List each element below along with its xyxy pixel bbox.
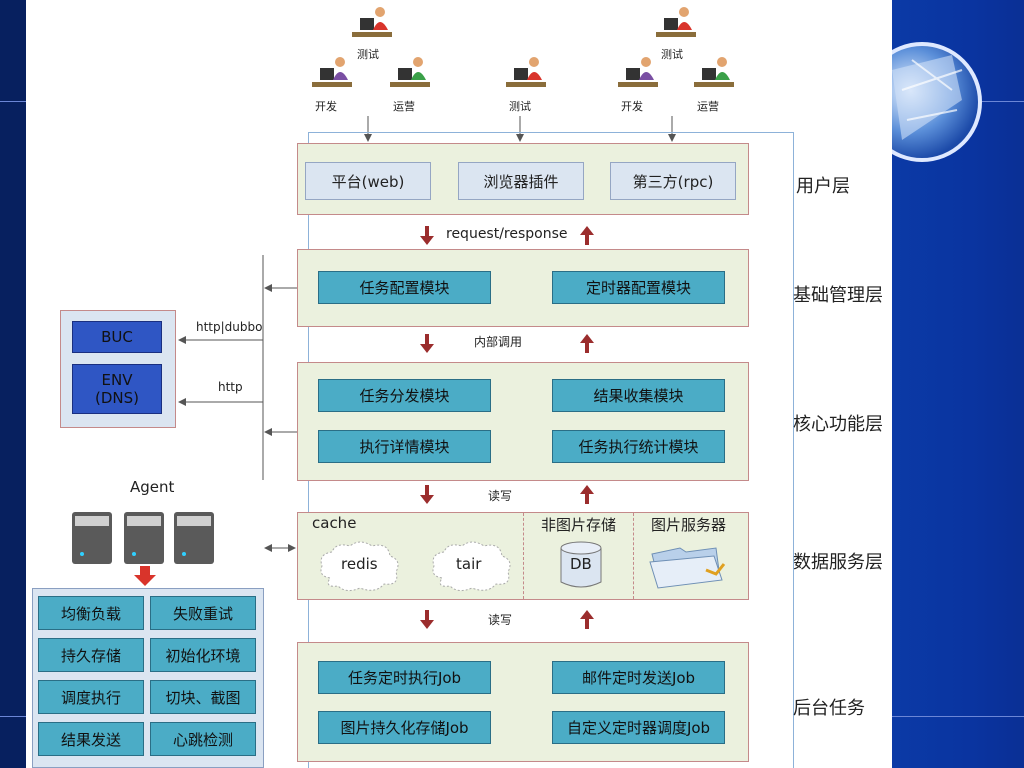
globe-logo-icon [892,42,982,162]
feature-send-result: 结果发送 [38,722,144,756]
cache-label: cache [312,514,357,532]
image-server-label: 图片服务器 [651,516,727,534]
non-image-storage-label: 非图片存储 [541,516,617,534]
person-at-desk-icon [312,57,352,87]
diagram-slide: 测试 测试 开发 运营 测试 开发 [26,0,892,768]
user-dev-2: 开发 [612,54,682,113]
decor-line-bottom-right [892,716,1024,717]
user-label: 测试 [509,100,531,113]
feature-init-env: 初始化环境 [150,638,256,672]
person-at-desk-icon [506,57,546,87]
user-dev-1: 开发 [306,54,376,113]
internal-call-label: 内部调用 [474,335,523,349]
user-tester-mid: 测试 [500,54,570,113]
read-write-label-2: 读写 [488,613,513,627]
feature-load-balance: 均衡负载 [38,596,144,630]
http-label: http [218,380,243,394]
database-icon [560,541,602,588]
backend-layer-label: 后台任务 [793,698,865,719]
user-label: 测试 [661,48,683,61]
feature-retry: 失败重试 [150,596,256,630]
data-divider-2 [633,513,634,599]
decor-line-top-left [0,101,26,102]
env-dns-box: ENV (DNS) [72,364,162,414]
user-ops-1: 运营 [384,54,454,113]
exec-detail-module: 执行详情模块 [318,430,491,463]
folder-icon [649,547,726,589]
decor-line-bottom-left [0,716,26,717]
db-label: DB [570,555,592,573]
person-at-desk-icon [656,7,696,37]
down-arrow-icon [134,566,156,586]
layer-flow-arrows [420,226,594,629]
person-at-desk-icon [618,57,658,87]
feature-heartbeat: 心跳检测 [150,722,256,756]
request-response-label: request/response [446,226,568,242]
third-party-box: 第三方(rpc) [610,162,736,200]
server-icon [72,512,214,564]
browser-plugin-box: 浏览器插件 [458,162,584,200]
basic-layer-label: 基础管理层 [793,285,883,306]
data-divider-1 [523,513,524,599]
backend-task-layer [297,642,749,762]
read-write-label-1: 读写 [488,489,513,503]
http-dubbo-label: http|dubbo [196,320,263,334]
user-label: 测试 [357,48,379,61]
task-config-module: 任务配置模块 [318,271,491,304]
dns-label: (DNS) [95,389,139,407]
user-tester-top-left: 测试 [346,4,416,61]
custom-timer-job: 自定义定时器调度Job [552,711,725,744]
connector-arrows [178,116,676,552]
timer-config-module: 定时器配置模块 [552,271,725,304]
buc-box: BUC [72,321,162,353]
image-persist-job: 图片持久化存储Job [318,711,491,744]
env-label: ENV [101,371,133,389]
redis-cloud-icon [320,541,399,592]
user-label: 开发 [621,100,643,113]
result-collect-module: 结果收集模块 [552,379,725,412]
exec-stats-module: 任务执行统计模块 [552,430,725,463]
user-label: 运营 [393,100,415,113]
person-at-desk-icon [694,57,734,87]
redis-label: redis [341,555,378,573]
user-tester-top-right: 测试 [650,4,720,61]
task-dispatch-module: 任务分发模块 [318,379,491,412]
feature-persist: 持久存储 [38,638,144,672]
user-ops-2: 运营 [688,54,758,113]
user-label: 开发 [315,100,337,113]
feature-schedule: 调度执行 [38,680,144,714]
web-platform-box: 平台(web) [305,162,431,200]
person-at-desk-icon [390,57,430,87]
user-layer-label: 用户层 [796,176,850,197]
timed-exec-job: 任务定时执行Job [318,661,491,694]
person-at-desk-icon [352,7,392,37]
slide-left-band [0,0,26,768]
user-label: 运营 [697,100,719,113]
data-layer-label: 数据服务层 [793,552,883,573]
core-layer-label: 核心功能层 [793,414,883,435]
mail-send-job: 邮件定时发送Job [552,661,725,694]
tair-label: tair [456,555,482,573]
agent-title: Agent [130,478,175,496]
feature-slice-screenshot: 切块、截图 [150,680,256,714]
tair-cloud-icon [432,541,511,592]
